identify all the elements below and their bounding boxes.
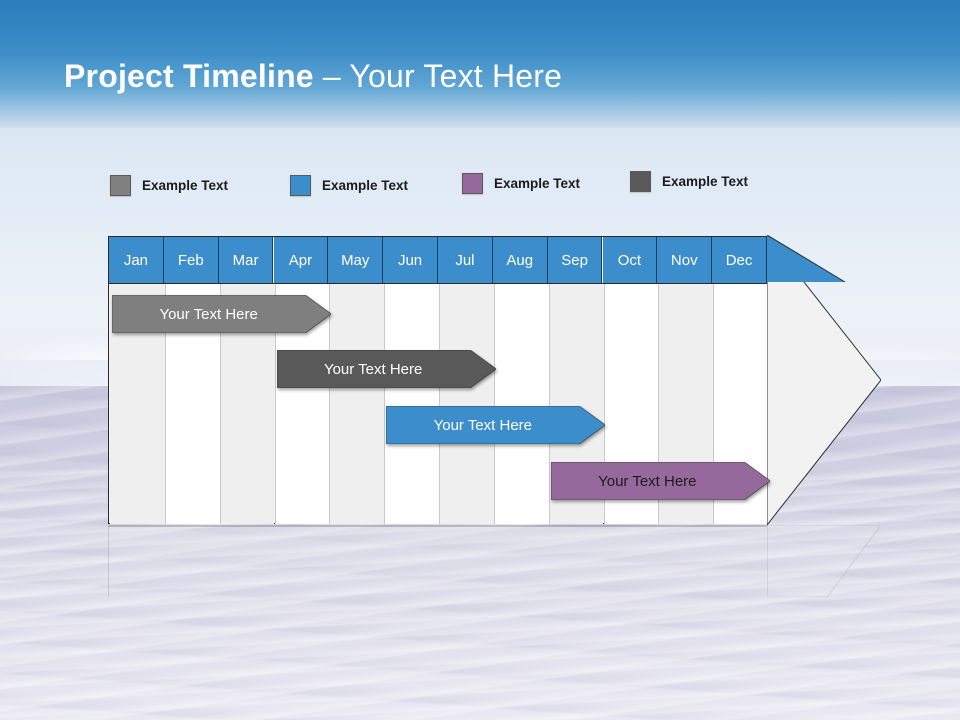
month-column	[493, 238, 549, 524]
month-header-sep[interactable]: Sep	[547, 237, 603, 283]
legend-item: Example Text	[290, 172, 408, 198]
month-header-label: Nov	[670, 251, 698, 269]
column-separator	[274, 238, 276, 524]
column-separator	[713, 238, 715, 524]
month-header-label: Aug	[506, 251, 534, 269]
month-header-label: Oct	[617, 251, 642, 269]
month-header-label: Feb	[177, 251, 204, 269]
legend-label: Example Text	[494, 175, 581, 191]
chart-reflection	[108, 525, 880, 597]
month-header-nov[interactable]: Nov	[657, 237, 713, 283]
page-title-light: Your Text Here	[349, 58, 563, 94]
legend-swatch	[462, 172, 483, 194]
timeline-chart: Jan Feb Mar Apr May Jun Jul Aug Sep Oct Nov Dec You…	[108, 235, 881, 525]
month-header-label: Mar	[232, 251, 259, 269]
task-bar-shape	[386, 406, 606, 444]
month-header-jun[interactable]: Jun	[383, 237, 438, 283]
task-bar[interactable]: Your Text Here	[386, 406, 606, 444]
task-bar[interactable]: Your Text Here	[276, 350, 496, 388]
month-header-mar[interactable]: Mar	[218, 237, 274, 283]
month-header-apr[interactable]: Apr	[273, 237, 329, 283]
page-title-strong: Project Timeline	[64, 58, 314, 94]
task-bar[interactable]: Your Text Here	[550, 462, 770, 500]
month-header-oct[interactable]: Oct	[602, 237, 658, 283]
month-header-divider	[109, 283, 767, 284]
legend-item: Example Text	[630, 168, 748, 194]
month-header-jan[interactable]: Jan	[109, 237, 164, 283]
month-header-label: Jul	[455, 251, 475, 269]
month-header-label: Dec	[725, 251, 753, 269]
column-separator	[548, 238, 550, 524]
month-header-row: Jan Feb Mar Apr May Jun Jul Aug Sep Oct Nov Dec	[109, 237, 767, 283]
month-header-label: Jun	[397, 251, 423, 269]
legend-item: Example Text	[462, 170, 580, 196]
month-header-label: Sep	[561, 251, 588, 269]
month-header-label: May	[341, 251, 370, 269]
column-separator	[164, 238, 166, 524]
month-header-dec[interactable]: Dec	[712, 237, 767, 283]
month-header-jul[interactable]: Jul	[438, 237, 493, 283]
task-bar[interactable]: Your Text Here	[112, 295, 332, 333]
legend-label: Example Text	[662, 173, 749, 189]
legend-item: Example Text	[110, 172, 228, 198]
title-banner	[0, 0, 960, 128]
legend-label: Example Text	[322, 177, 409, 193]
month-header-feb[interactable]: Feb	[163, 237, 219, 283]
legend: Example Text Example Text Example Text Exam…	[110, 168, 830, 196]
month-column	[164, 238, 220, 524]
task-bar-shape	[550, 462, 770, 500]
month-header-aug[interactable]: Aug	[492, 237, 548, 283]
month-header-may[interactable]: May	[328, 237, 384, 283]
month-column	[219, 238, 275, 524]
task-bar-shape	[276, 350, 496, 388]
column-separator	[658, 238, 660, 524]
month-header-label: Apr	[288, 251, 313, 269]
timeline-arrow-head	[767, 235, 881, 525]
page-title-separator: –	[313, 58, 350, 94]
month-column	[110, 238, 165, 524]
column-separator	[603, 238, 605, 524]
legend-label: Example Text	[142, 177, 229, 193]
legend-swatch	[630, 170, 651, 192]
page-title: Project Timeline – Your Text Here	[64, 58, 562, 95]
legend-swatch	[290, 174, 311, 196]
task-bar-shape	[112, 295, 332, 333]
column-separator	[493, 238, 495, 524]
month-header-label: Jan	[123, 251, 148, 269]
legend-swatch	[110, 174, 131, 196]
column-separator	[219, 238, 221, 524]
